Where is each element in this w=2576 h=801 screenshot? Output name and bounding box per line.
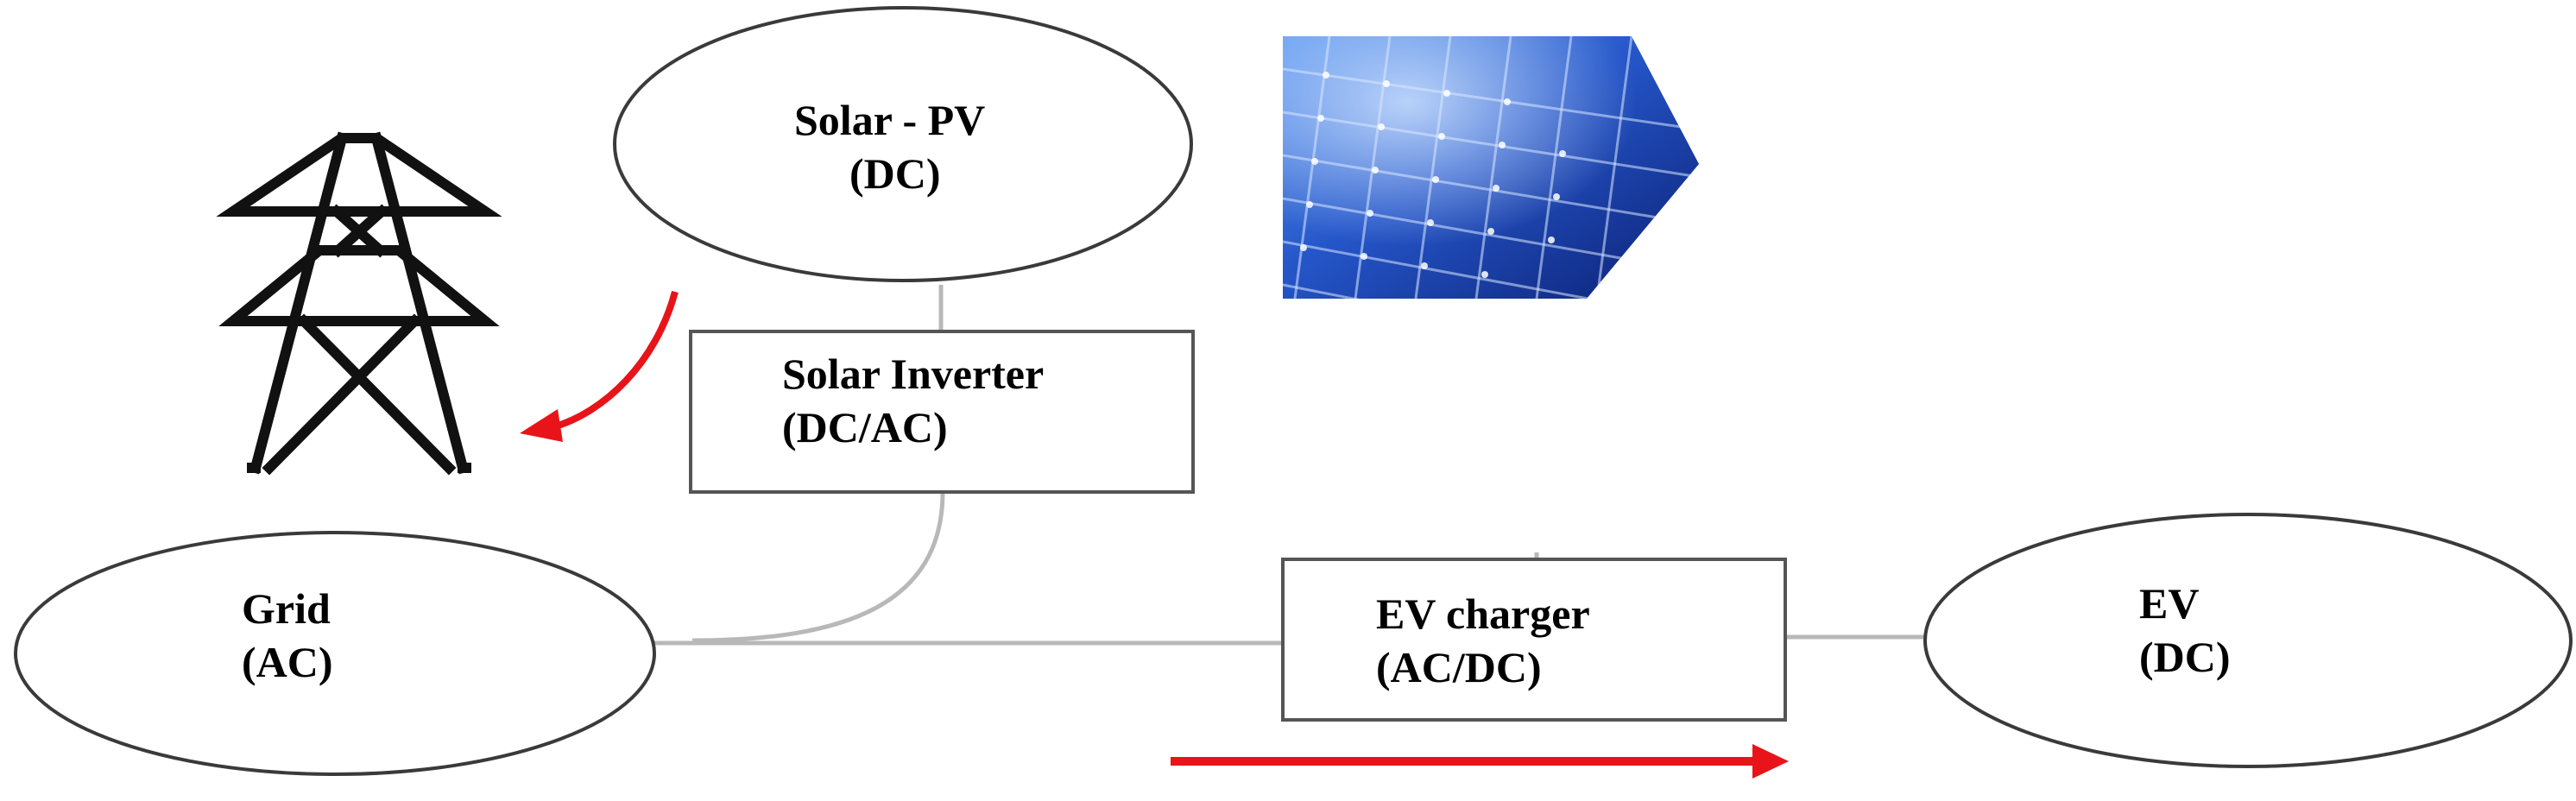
ev-type: (DC) — [2139, 633, 2231, 681]
solar-pv-title: Solar - PV — [794, 96, 986, 144]
solar-pv-node — [613, 6, 1193, 282]
solar-panel-image — [1283, 36, 1699, 299]
grid-title: Grid — [242, 584, 331, 633]
ev-charger-title: EV charger — [1376, 590, 1590, 638]
transmission-tower-icon — [216, 131, 502, 476]
ev-charger-node — [1281, 558, 1787, 722]
pv-to-grid-arrowhead — [520, 409, 563, 442]
ev-title: EV — [2139, 579, 2200, 628]
solar-pv-label: Solar - PV (DC) — [794, 93, 985, 200]
solar-inverter-type: (DC/AC) — [782, 403, 948, 451]
power-flow-arrows — [520, 290, 1789, 779]
grid-to-ev-arrowhead — [1752, 744, 1789, 779]
ev-node — [1923, 513, 2573, 768]
solar-pv-type: (DC) — [849, 149, 941, 198]
connectors — [654, 285, 1925, 646]
grid-type: (AC) — [242, 638, 333, 686]
inverter-to-grid-connector — [691, 491, 945, 643]
solar-inverter-node — [689, 330, 1195, 494]
grid-node — [14, 531, 656, 776]
ev-charger-label: EV charger (AC/DC) — [1376, 587, 1590, 694]
pv-to-grid-arrow — [551, 290, 679, 431]
grid-label: Grid (AC) — [242, 582, 333, 689]
solar-inverter-title: Solar Inverter — [782, 350, 1045, 398]
ev-charger-type: (AC/DC) — [1376, 643, 1542, 691]
ev-label: EV (DC) — [2139, 577, 2231, 684]
solar-inverter-label: Solar Inverter (DC/AC) — [782, 347, 1044, 454]
